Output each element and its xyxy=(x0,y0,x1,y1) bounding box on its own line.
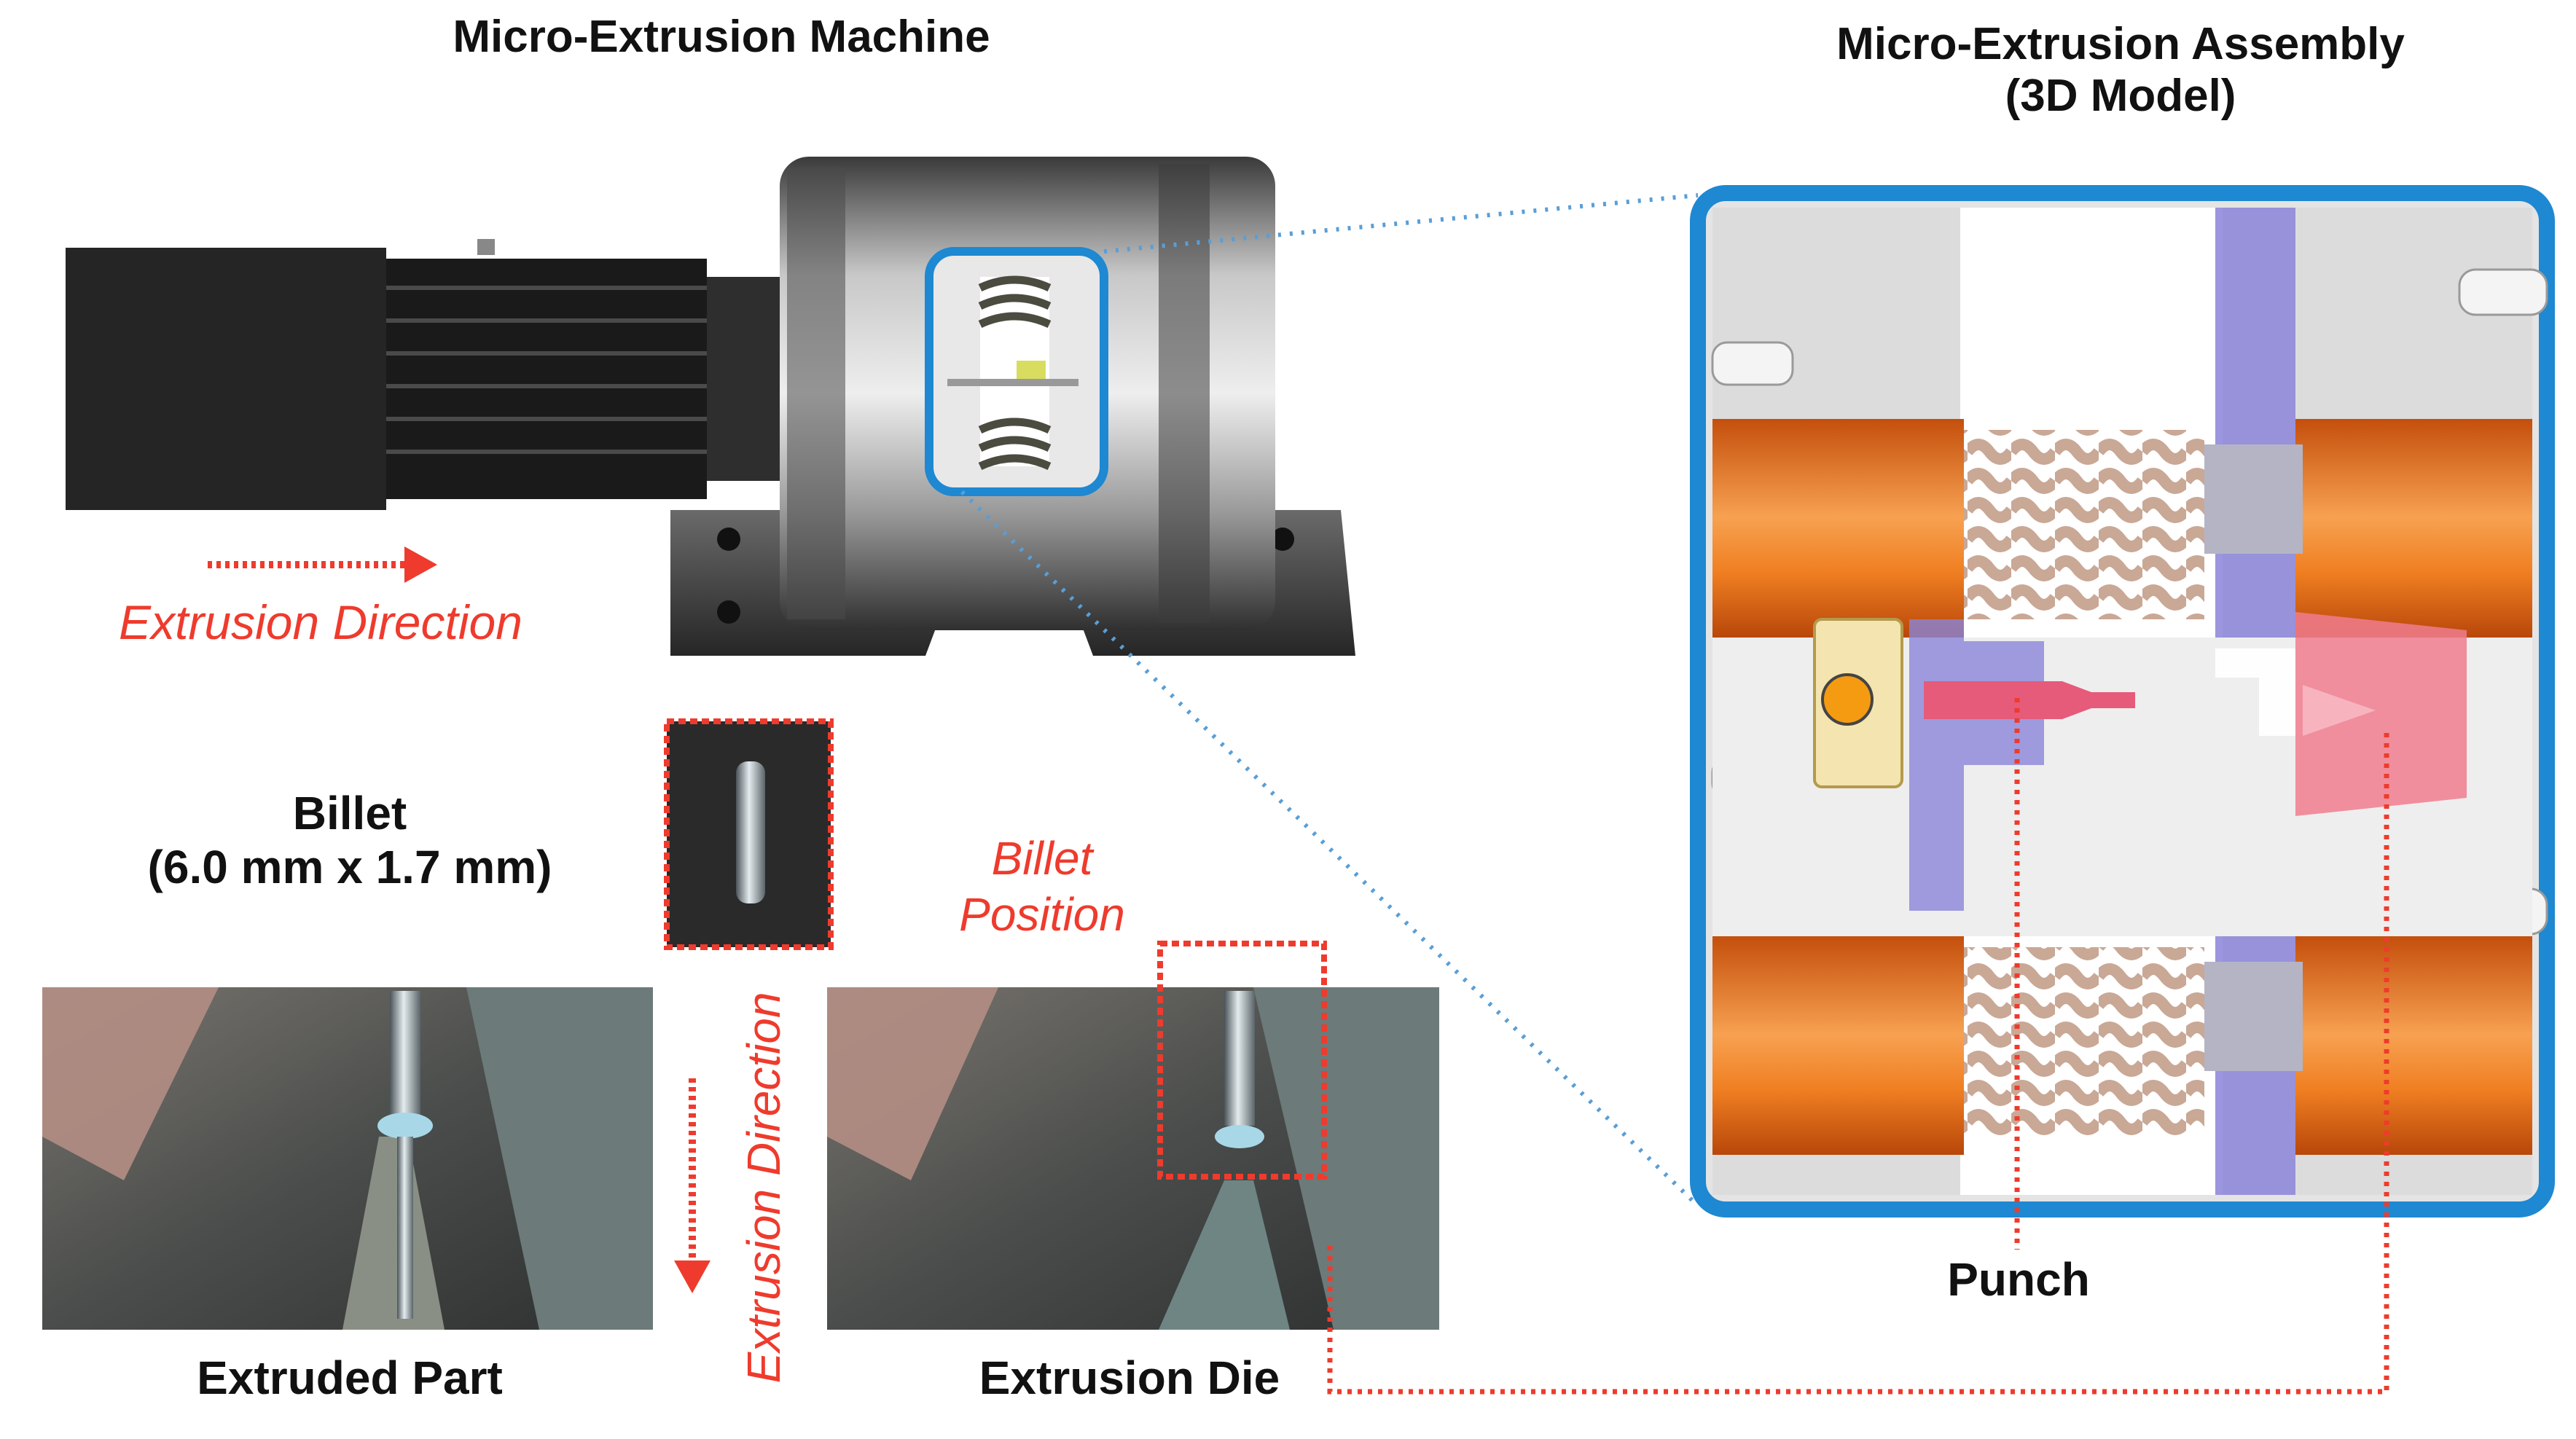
billet-position-label: Billet Position xyxy=(911,831,1173,943)
assembly-title: Micro-Extrusion Assembly (3D Model) xyxy=(1734,18,2507,122)
guide-rod-upper-left xyxy=(1712,419,1964,638)
machine-title: Micro-Extrusion Machine xyxy=(453,12,990,62)
billet-title: Billet xyxy=(292,787,407,839)
billet-photo xyxy=(664,718,834,950)
assembly-title-line1: Micro-Extrusion Assembly xyxy=(1836,19,2405,69)
motor-body xyxy=(66,248,386,510)
punch-body xyxy=(1924,681,2062,719)
extrusion-die-label: Extrusion Die xyxy=(979,1352,1280,1404)
extrusion-direction-label-vertical: Extrusion Direction xyxy=(737,992,790,1384)
billet-dimensions: (6.0 mm x 1.7 mm) xyxy=(147,840,552,893)
machine-photo xyxy=(66,157,1355,656)
punch-label: Punch xyxy=(1947,1253,2090,1306)
extrusion-direction-arrow-horizontal xyxy=(208,546,437,583)
assembly-3d-model xyxy=(1690,185,2555,1218)
guide-rod-upper-right xyxy=(2295,419,2532,638)
ball-bearing xyxy=(1821,673,1874,726)
billet-label: Billet (6.0 mm x 1.7 mm) xyxy=(109,787,590,894)
spring-lower xyxy=(1964,947,2204,1137)
guide-rod-lower-left xyxy=(1712,936,1964,1155)
extrusion-die-photo xyxy=(827,941,1439,1330)
extruded-part-label: Extruded Part xyxy=(197,1352,503,1404)
motor-finned-section xyxy=(386,259,707,499)
guide-rod-lower-right xyxy=(2295,936,2532,1155)
extrusion-direction-arrow-vertical xyxy=(674,1078,710,1293)
leader-lines xyxy=(1327,698,2389,1395)
extrusion-die-model xyxy=(2295,612,2467,816)
extruded-part-photo xyxy=(42,987,653,1330)
assembly-title-line2: (3D Model) xyxy=(2005,71,2236,122)
billet-position-line2: Position xyxy=(959,887,1125,941)
spring-upper xyxy=(1964,430,2204,619)
extrusion-direction-label-horizontal: Extrusion Direction xyxy=(119,595,522,649)
billet-position-line1: Billet xyxy=(991,832,1093,885)
billet-position-box xyxy=(1157,941,1327,1180)
